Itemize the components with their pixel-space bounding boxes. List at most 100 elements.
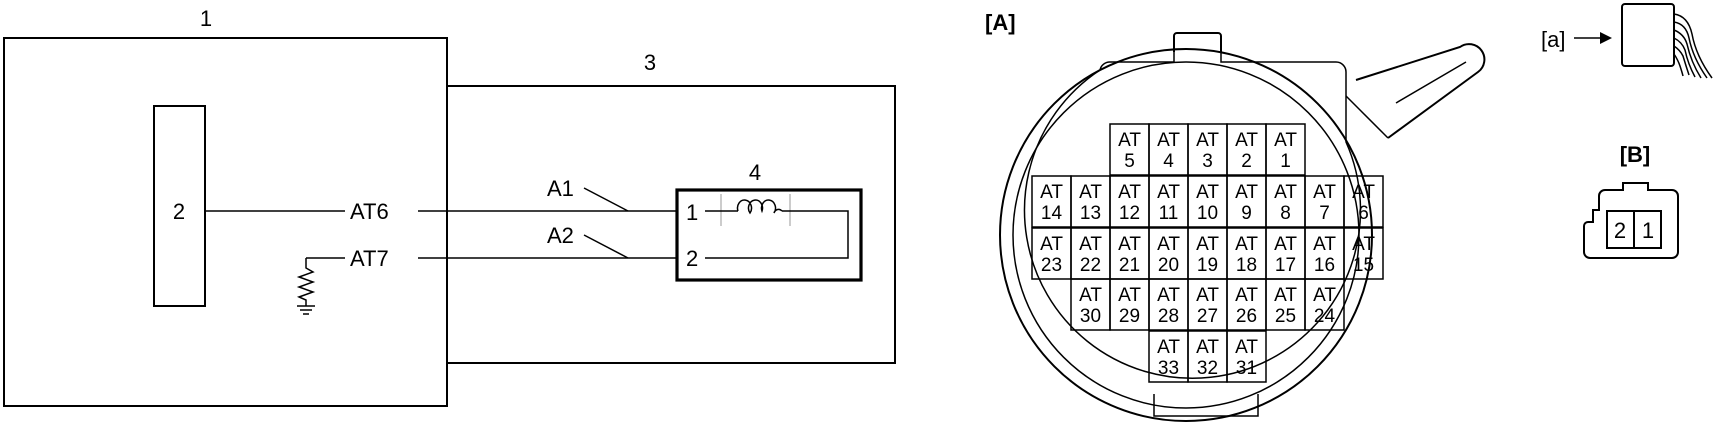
connector-b-housing xyxy=(1583,182,1679,259)
connector-side-view-body xyxy=(1621,3,1675,67)
wire-a1-label: A1 xyxy=(547,176,574,201)
connector-a-pin-number: 17 xyxy=(1275,255,1296,276)
connector-a-pin-prefix: AT xyxy=(1157,130,1180,151)
connector-a-pin-number: 32 xyxy=(1197,358,1218,379)
connector-a-pin-number: 31 xyxy=(1236,358,1257,379)
connector-a-housing xyxy=(1023,52,1362,379)
solenoid-pin2: 2 xyxy=(686,246,698,271)
solenoid-box xyxy=(675,188,863,282)
connector-a-pin-prefix: AT xyxy=(1313,182,1336,203)
connector-a-top-key xyxy=(1173,32,1222,52)
connector-a-pin-number: 18 xyxy=(1236,255,1257,276)
connector-b-title: [B] xyxy=(1620,142,1651,167)
connector-a-pin-prefix: AT xyxy=(1118,182,1141,203)
connector-a-pin-number: 7 xyxy=(1319,203,1330,224)
connector-b-pin-1: 1 xyxy=(1642,218,1654,243)
connector-a-pin-number: 33 xyxy=(1158,358,1179,379)
connector-a-pin-number: 25 xyxy=(1275,306,1296,327)
connector-a-pin-number: 14 xyxy=(1041,203,1063,224)
connector-a-pin-number: 29 xyxy=(1119,306,1140,327)
connector-a-pin-prefix: AT xyxy=(1235,234,1258,255)
connector-a-pin: AT5 xyxy=(1109,123,1150,176)
wire-bundle-icon xyxy=(1673,13,1713,79)
connector-a-pin-number: 9 xyxy=(1241,203,1252,224)
connector-a-pin-prefix: AT xyxy=(1196,130,1219,151)
connector-a-latch xyxy=(1345,43,1486,139)
harness-box xyxy=(447,85,896,364)
connector-a-pin-cell xyxy=(1265,123,1306,176)
ecm-label: 1 xyxy=(200,6,212,31)
connector-b: [B] 2 1 xyxy=(1583,142,1679,259)
connector-a-pin-prefix: AT xyxy=(1235,130,1258,151)
connector-a-pin-number: 20 xyxy=(1158,255,1179,276)
connector-a-pin-prefix: AT xyxy=(1118,130,1141,151)
connector-a-pin-prefix: AT xyxy=(1196,337,1219,358)
connector-a-pin-number: 2 xyxy=(1241,151,1252,172)
connector-a-pin-number: 1 xyxy=(1280,151,1291,172)
connector-a-pin-number: 13 xyxy=(1080,203,1101,224)
wire-at7-label: AT7 xyxy=(350,246,389,271)
wire-a1-leader xyxy=(583,187,629,212)
connector-a-pin-prefix: AT xyxy=(1196,182,1219,203)
connector-a-pin-prefix: AT xyxy=(1157,182,1180,203)
connector-a-pin-number: 11 xyxy=(1159,203,1179,224)
connector-a-pin-number: 23 xyxy=(1041,255,1062,276)
connector-a-pin-prefix: AT xyxy=(1274,285,1297,306)
solenoid-pin1: 1 xyxy=(686,200,698,225)
connector-a-pin-prefix: AT xyxy=(1079,182,1102,203)
connector-a-pin: AT8 xyxy=(1265,175,1306,228)
connector-a-pin-number: 4 xyxy=(1163,151,1174,172)
connector-a-outer-shell xyxy=(999,48,1373,422)
connector-a-pin-number: 26 xyxy=(1236,306,1257,327)
connector-a-pin-prefix: AT xyxy=(1040,182,1063,203)
connector-a-pin: AT2 xyxy=(1226,123,1267,176)
connector-a-pin-prefix: AT xyxy=(1235,182,1258,203)
connector-a-pin-cell xyxy=(1304,278,1345,331)
connector-a-pin-number: 19 xyxy=(1197,255,1218,276)
connector-a-pin-prefix: AT xyxy=(1274,234,1297,255)
connector-a-pin-prefix: AT xyxy=(1196,234,1219,255)
ecm-module-box xyxy=(153,105,206,307)
connector-a-title: [A] xyxy=(985,10,1016,35)
connector-a-pin-number: 22 xyxy=(1080,255,1101,276)
connector-a-pin-prefix: AT xyxy=(1157,285,1180,306)
wire-a2-leader xyxy=(583,234,629,259)
connector-a-pin-prefix: AT xyxy=(1157,234,1180,255)
connector-a-pin-number: 28 xyxy=(1158,306,1179,327)
view-a-arrowhead xyxy=(1600,32,1612,44)
connector-a-bottom-key xyxy=(1153,394,1259,417)
connector-a-pin-cell xyxy=(1343,227,1384,280)
connector-b-pin-2: 2 xyxy=(1614,218,1626,243)
connector-a-pin-prefix: AT xyxy=(1118,234,1141,255)
harness-label: 3 xyxy=(644,50,656,75)
connector-a-pin-number: 8 xyxy=(1280,203,1291,224)
solenoid-label: 4 xyxy=(749,160,761,185)
connector-a-pin-number: 6 xyxy=(1358,203,1369,224)
connector-a-pin-number: 24 xyxy=(1314,306,1336,327)
connector-a-pin-number: 15 xyxy=(1353,255,1374,276)
coil-icon xyxy=(705,194,849,259)
connector-a: [A] AT5AT4AT3AT2AT1AT14AT13AT12AT11AT10A… xyxy=(985,10,1486,422)
connector-a-pin-cell xyxy=(1343,175,1384,228)
connector-a-pin-prefix: AT xyxy=(1040,234,1063,255)
wire-a2-label: A2 xyxy=(547,223,574,248)
connector-a-pin-number: 10 xyxy=(1197,203,1218,224)
